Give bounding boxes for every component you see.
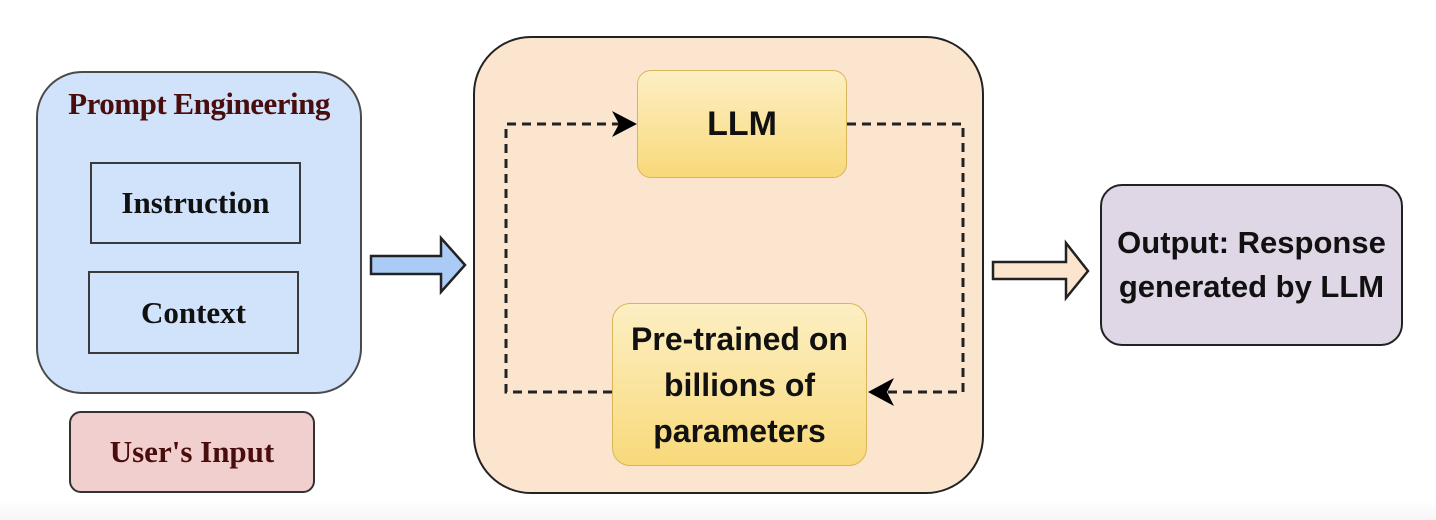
pretrained-line: billions of bbox=[663, 366, 816, 403]
prompt-engineering-title: Prompt Engineering bbox=[68, 86, 330, 121]
instruction-box: Instruction bbox=[90, 162, 301, 244]
pretrained-line: parameters bbox=[653, 412, 826, 449]
feedback-connector-left bbox=[504, 122, 620, 394]
bottom-strip bbox=[0, 500, 1436, 520]
output-line: Output: Response bbox=[1117, 225, 1386, 260]
pretrained-line: Pre-trained on bbox=[631, 320, 848, 357]
arrowhead-to-pretrained-icon bbox=[868, 378, 894, 406]
input-arrow-icon bbox=[369, 234, 467, 296]
feedback-connector-right bbox=[847, 122, 965, 394]
user-input-label: User's Input bbox=[69, 411, 315, 493]
output-box: Output: Response generated by LLM bbox=[1100, 184, 1403, 346]
pretrained-box: Pre-trained on billions of parameters bbox=[612, 303, 867, 466]
output-line: generated by LLM bbox=[1118, 269, 1385, 304]
context-box: Context bbox=[88, 271, 299, 354]
output-arrow-icon bbox=[991, 239, 1090, 302]
llm-box: LLM bbox=[637, 70, 847, 178]
arrowhead-to-llm-icon bbox=[612, 111, 637, 137]
